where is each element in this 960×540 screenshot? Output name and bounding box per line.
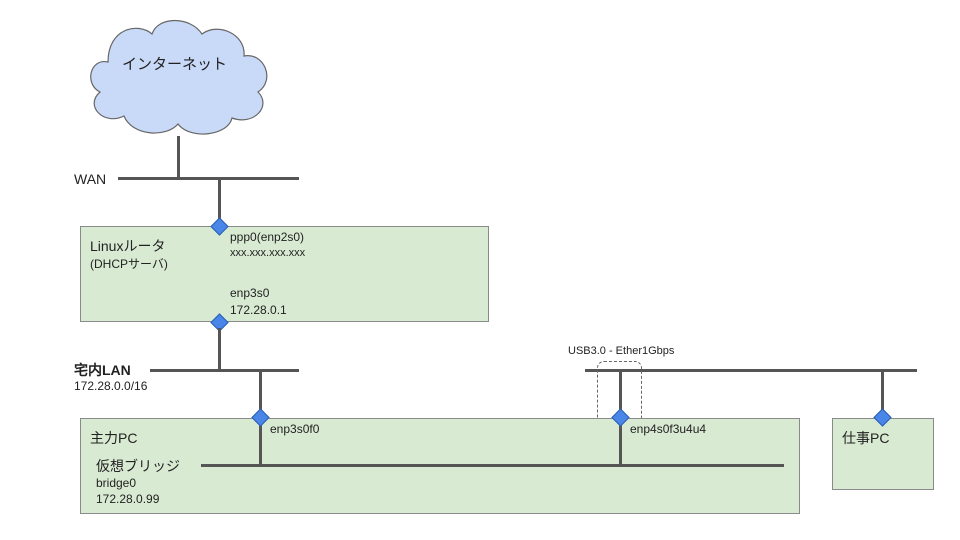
home-lan-bus-right xyxy=(585,369,917,372)
usb-adapter-label: USB3.0 - Ether1Gbps xyxy=(568,345,675,357)
bridge-ip: 172.28.0.99 xyxy=(96,492,160,506)
router-lan-iface: enp3s0 xyxy=(230,286,270,300)
bridge-name: bridge0 xyxy=(96,476,137,490)
work-pc-drop xyxy=(881,370,884,418)
cloud-uplink-line xyxy=(177,136,180,178)
router-wan-iface: ppp0(enp2s0) xyxy=(230,230,305,244)
wan-router-line xyxy=(218,178,221,226)
work-pc-box xyxy=(832,418,934,490)
bridge-label: 仮想ブリッジ xyxy=(96,458,180,474)
home-lan-subnet: 172.28.0.0/16 xyxy=(74,379,148,393)
home-lan-bus xyxy=(150,369,299,372)
wan-bus xyxy=(118,177,299,180)
linux-router-box xyxy=(80,226,489,322)
internet-label: インターネット xyxy=(122,56,228,73)
bridge-bus xyxy=(201,464,784,467)
router-subtitle: (DHCPサーバ) xyxy=(90,257,168,271)
main-pc-title: 主力PC xyxy=(90,430,138,446)
router-title: Linuxルータ xyxy=(90,238,166,254)
router-wan-ip: xxx.xxx.xxx.xxx xyxy=(230,247,306,259)
wan-label: WAN xyxy=(74,171,107,187)
router-lan-ip: 172.28.0.1 xyxy=(230,303,287,317)
work-pc-title: 仕事PC xyxy=(842,430,890,446)
home-lan-label: 宅内LAN xyxy=(74,362,131,378)
internet-cloud xyxy=(90,20,268,135)
router-lan-line xyxy=(218,328,221,370)
main-pc-iface-2: enp4s0f3u4u4 xyxy=(630,422,707,436)
main-pc-iface-1: enp3s0f0 xyxy=(270,422,320,436)
